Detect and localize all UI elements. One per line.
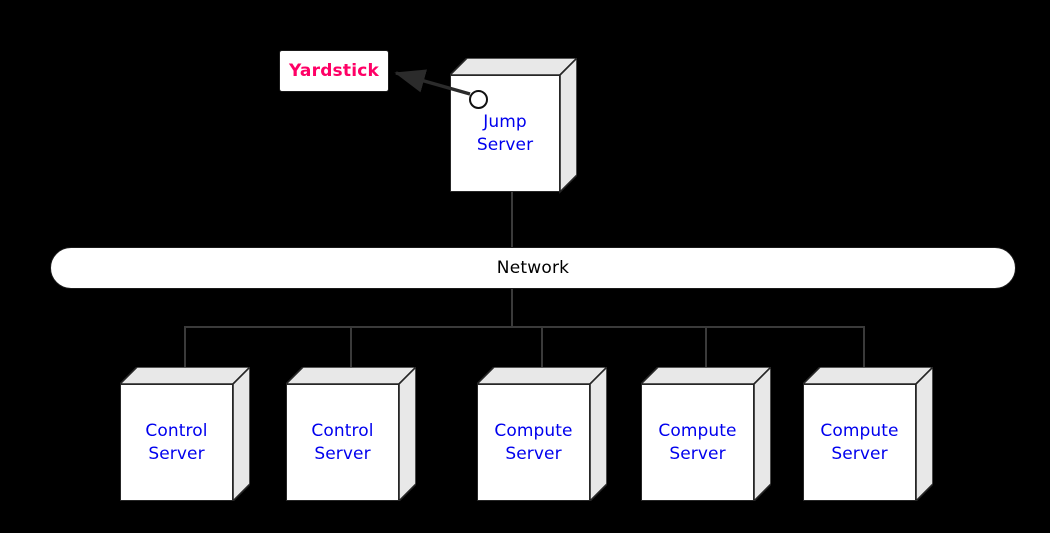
compute-server-3-node[interactable]: Compute Server [803, 367, 933, 501]
jump-server-network-link [511, 192, 513, 249]
compute-server-2-label: Compute Server [658, 420, 737, 464]
compute-server-1-node[interactable]: Compute Server [477, 367, 607, 501]
compute-server-2-node[interactable]: Compute Server [641, 367, 771, 501]
jump-server-3d-shading [450, 58, 577, 194]
bus-drop-4 [705, 326, 707, 384]
compute-server-1-front-face: Compute Server [477, 384, 590, 501]
bus-drop-2 [350, 326, 352, 384]
compute-server-1-3d-shading [477, 367, 607, 501]
bus-drop-1 [184, 326, 186, 384]
bus-drop-3 [541, 326, 543, 384]
jump-server-label: Jump Server [476, 111, 534, 155]
control-server-2-3d-shading [286, 367, 416, 501]
control-server-1-front-face: Control Server [120, 384, 233, 501]
control-server-2-node[interactable]: Control Server [286, 367, 416, 501]
network-label: Network [496, 258, 570, 278]
compute-server-2-front-face: Compute Server [641, 384, 754, 501]
compute-server-2-3d-shading [641, 367, 771, 501]
compute-server-3-front-face: Compute Server [803, 384, 916, 501]
compute-server-3-label: Compute Server [820, 420, 899, 464]
network-bus-spine [184, 326, 865, 328]
control-server-2-label: Control Server [311, 420, 374, 464]
network-bus-stem [511, 288, 513, 328]
control-server-1-node[interactable]: Control Server [120, 367, 250, 501]
yardstick-label: Yardstick [288, 61, 380, 81]
control-server-1-label: Control Server [145, 420, 208, 464]
jump-server-interface-circle-icon [469, 90, 488, 109]
compute-server-1-label: Compute Server [494, 420, 573, 464]
bus-drop-5 [863, 326, 865, 384]
yardstick-component-box[interactable]: Yardstick [279, 50, 389, 92]
jump-server-node[interactable]: Jump Server [450, 58, 577, 204]
compute-server-3-3d-shading [803, 367, 933, 501]
jump-server-front-face: Jump Server [450, 75, 560, 192]
network-bus-bar[interactable]: Network [50, 247, 1016, 289]
control-server-2-front-face: Control Server [286, 384, 399, 501]
